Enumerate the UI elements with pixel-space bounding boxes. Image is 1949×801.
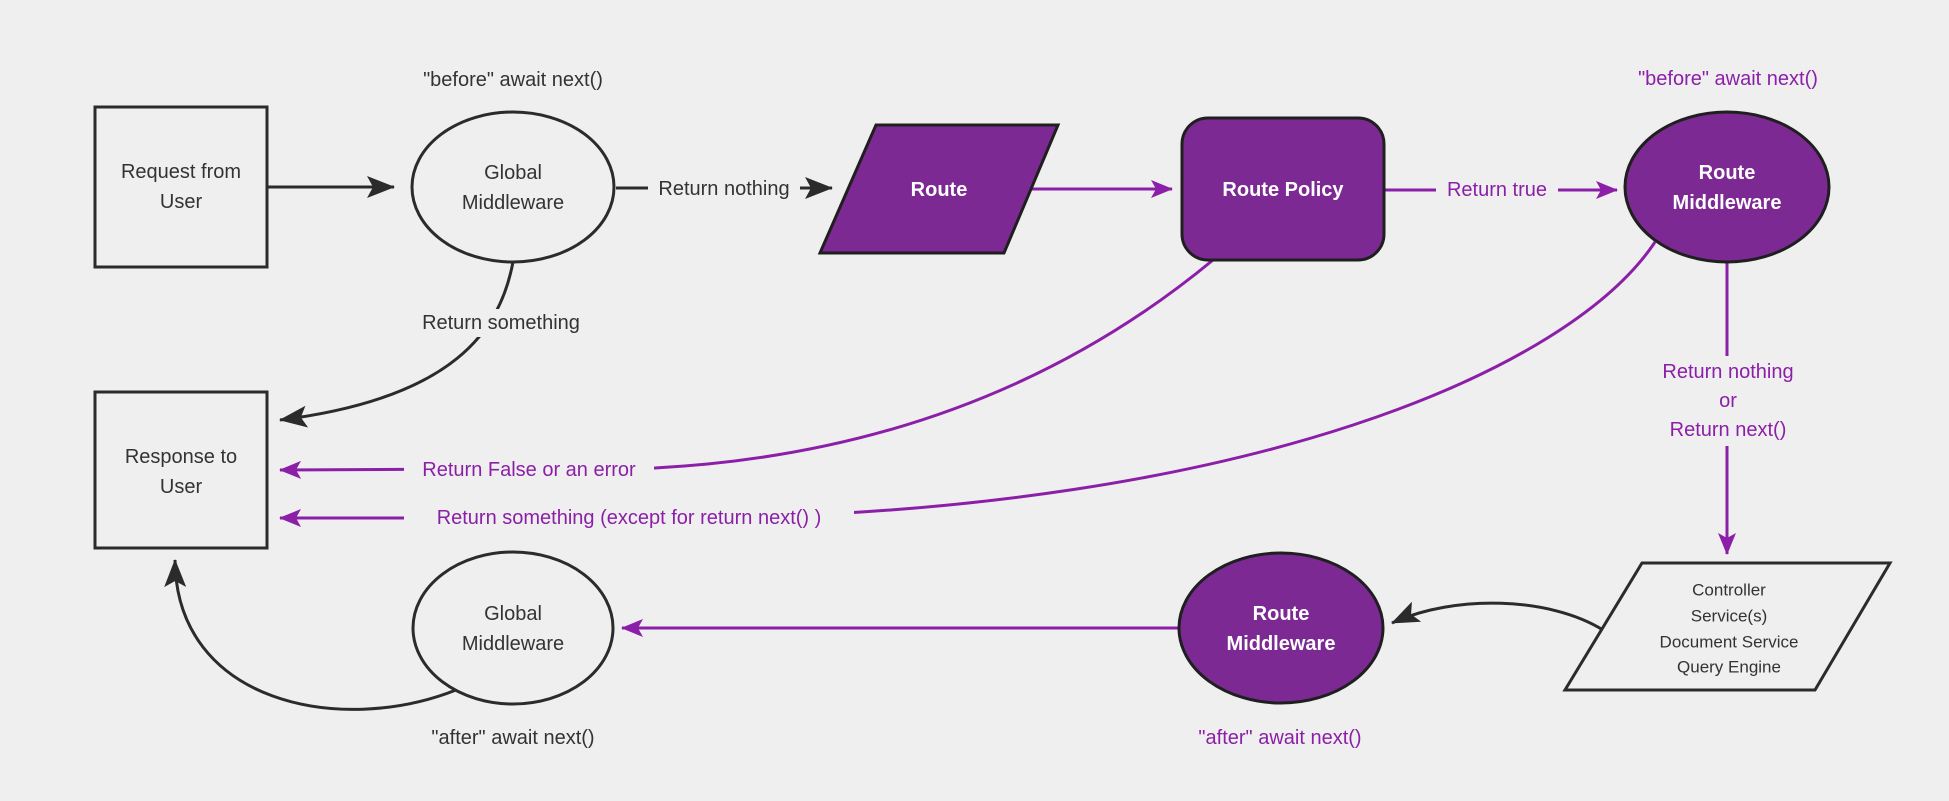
- controller-line3: Document Service: [1660, 633, 1799, 652]
- edge-route-policy-to-response: [279, 258, 1214, 479]
- request-label-line2: User: [160, 191, 203, 213]
- return-nothing-text: Return nothing: [658, 178, 789, 200]
- response-label-line2: User: [160, 476, 203, 498]
- node-route-middleware-after: [1177, 551, 1385, 705]
- route-policy-label: Route Policy: [1222, 179, 1344, 201]
- annotation-before-global-middleware: "before" await next(): [423, 69, 603, 91]
- global-middleware-before-line1: Global: [484, 162, 542, 184]
- node-global-middleware-before: [410, 110, 616, 264]
- annotation-after-global-middleware: "after" await next(): [431, 727, 594, 749]
- edge-label-return-nothing: Return nothing: [648, 175, 800, 202]
- annotation-before-route-middleware: "before" await next(): [1638, 68, 1818, 90]
- response-label-line1: Response to: [125, 446, 237, 468]
- route-label: Route: [911, 179, 968, 201]
- return-true-text: Return true: [1447, 179, 1547, 201]
- return-nothing-or-line1: Return nothing: [1662, 361, 1793, 383]
- edge-global-middleware-to-response: [279, 261, 515, 428]
- route-middleware-before-line2: Middleware: [1673, 192, 1782, 214]
- request-label-line1: Request from: [121, 161, 241, 183]
- route-middleware-after-line1: Route: [1253, 603, 1310, 625]
- edge-label-return-something: Return something: [409, 309, 593, 337]
- global-middleware-after-line1: Global: [484, 603, 542, 625]
- node-request-from-user: [93, 105, 269, 269]
- route-middleware-before-line1: Route: [1699, 162, 1756, 184]
- annotation-after-route-middleware: "after" await next(): [1198, 727, 1361, 749]
- node-controller-services: [1562, 561, 1893, 692]
- return-nothing-or-line3: Return next(): [1670, 419, 1787, 441]
- edge-label-return-false: Return False or an error: [404, 456, 654, 484]
- edge-controller-to-route-middleware-after: [1391, 601, 1604, 632]
- node-route-policy: [1180, 116, 1386, 262]
- node-global-middleware-after: [411, 550, 615, 706]
- edge-route-middleware-to-response: [279, 241, 1657, 527]
- edge-global-middleware-after-to-response: [164, 559, 457, 711]
- global-middleware-before-line2: Middleware: [462, 192, 564, 214]
- return-nothing-or-line2: or: [1719, 390, 1737, 412]
- return-something-text: Return something: [422, 312, 580, 334]
- edge-label-return-something-except: Return something (except for return next…: [404, 504, 854, 532]
- controller-line4: Query Engine: [1677, 658, 1781, 677]
- return-something-except-text: Return something (except for return next…: [437, 507, 822, 529]
- controller-line1: Controller: [1692, 581, 1766, 600]
- edge-label-return-true: Return true: [1436, 176, 1558, 203]
- return-false-text: Return False or an error: [422, 459, 636, 481]
- edge-label-return-nothing-or-next: Return nothing or Return next(): [1632, 356, 1824, 446]
- controller-line2: Service(s): [1691, 607, 1768, 626]
- route-middleware-after-line2: Middleware: [1227, 633, 1336, 655]
- global-middleware-after-line2: Middleware: [462, 633, 564, 655]
- node-route-middleware-before: [1623, 110, 1831, 264]
- node-route: [817, 123, 1061, 255]
- node-response-to-user: [93, 390, 269, 550]
